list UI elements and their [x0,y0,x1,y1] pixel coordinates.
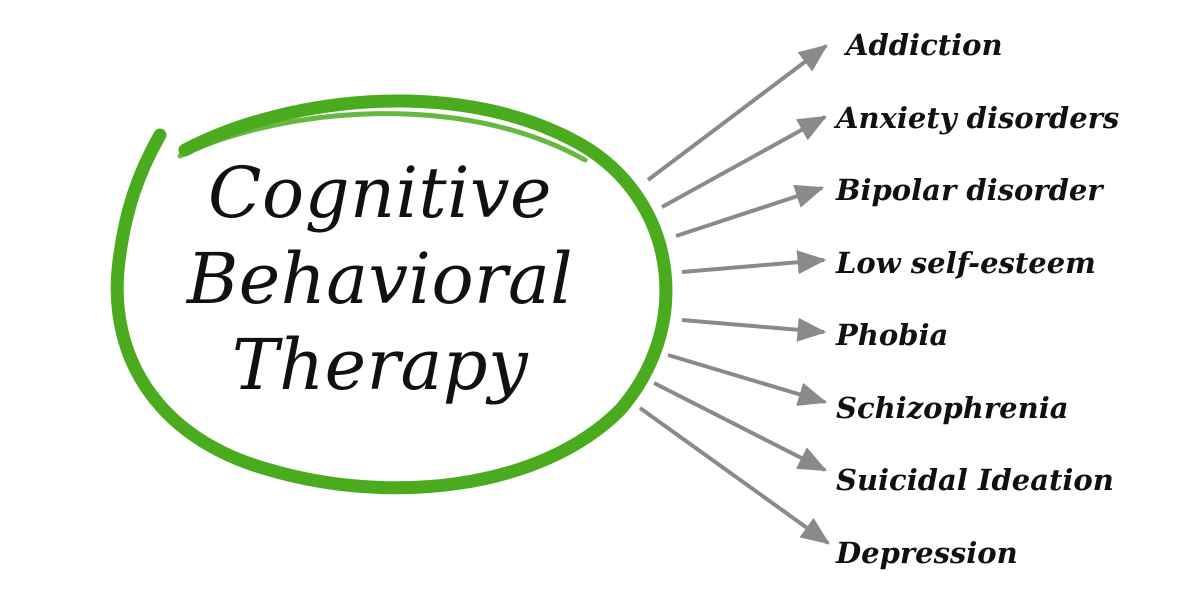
target-label-addiction: Addiction [846,28,1003,62]
arrow-suicidal-ideation [653,381,828,472]
target-label-low-self-esteem: Low self-esteem [836,246,1096,280]
target-label-depression: Depression [836,536,1018,570]
target-label-phobia: Phobia [836,318,949,352]
arrow-addiction [646,44,828,182]
center-title-line-3: Therapy [231,324,529,406]
arrow-schizophrenia [667,353,828,406]
target-label-anxiety-disorders: Anxiety disorders [836,101,1120,135]
arrow-bipolar-disorder [675,184,825,238]
arrow-low-self-esteem [681,250,827,275]
target-label-bipolar-disorder: Bipolar disorder [836,173,1103,207]
center-title-line-1: Cognitive [208,152,552,234]
target-label-suicidal-ideation: Suicidal Ideation [836,463,1114,497]
green-ring [110,94,673,495]
green-ring-stroke [110,94,673,495]
green-ring-inner-stroke [177,111,588,163]
arrow-depression [638,406,830,545]
center-title: Cognitive Behavioral Therapy [150,150,610,408]
arrow-phobia [681,317,827,342]
arrow-anxiety-disorders [661,115,828,209]
center-title-line-2: Behavioral [186,238,574,320]
arrows [638,44,830,545]
target-label-schizophrenia: Schizophrenia [836,391,1069,425]
